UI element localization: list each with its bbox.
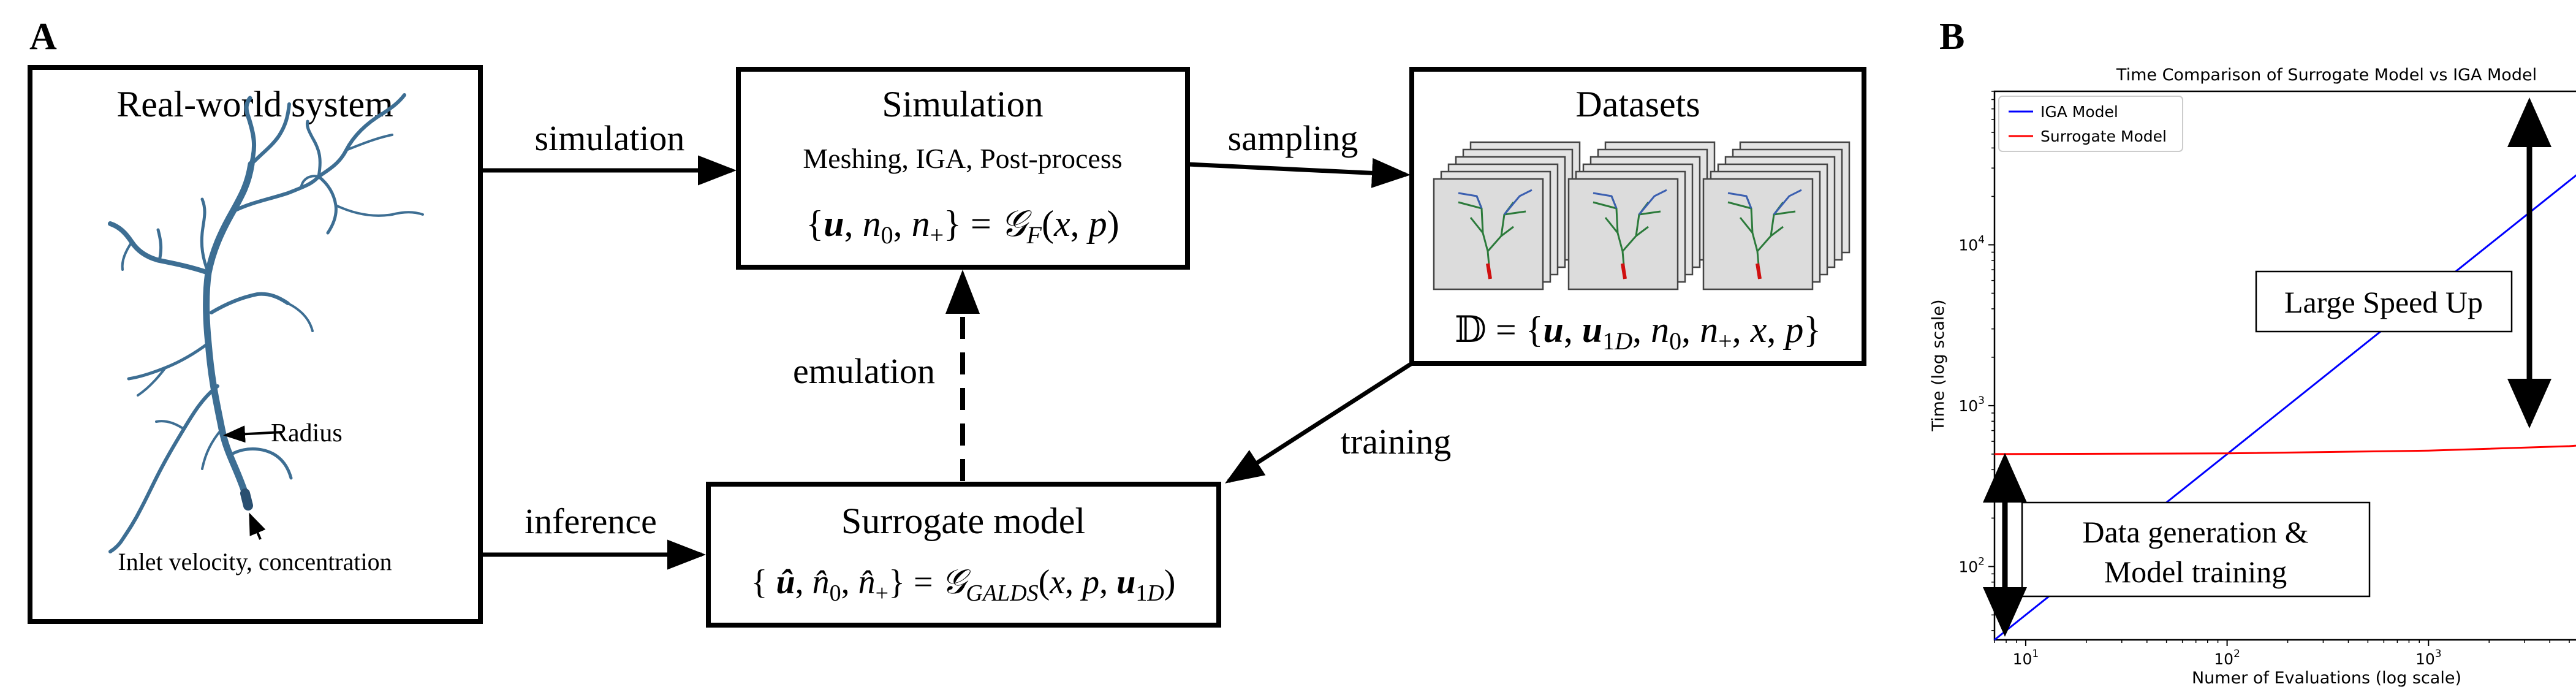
real-world-title: Real-world system (116, 84, 393, 124)
radius-arrow (223, 425, 282, 443)
surrogate-box (706, 482, 1221, 628)
dataset-stack-2 (1567, 141, 1716, 291)
sampling-arrow (1187, 158, 1411, 188)
real-world-box (28, 65, 483, 624)
panel-b-label: B (1939, 16, 1964, 58)
y-tick-label: 103 (1958, 395, 1985, 415)
simulation-subtitle: Meshing, IGA, Post-process (803, 143, 1122, 174)
inference-arrow-label: inference (525, 501, 657, 541)
simulation-box (736, 67, 1190, 270)
emulation-arrow-label: emulation (793, 351, 935, 391)
training-arrow-label: training (1341, 422, 1451, 461)
series-line-surrogate-model (1994, 444, 2576, 455)
sampling-arrow-label: sampling (1228, 118, 1358, 158)
inlet-arrow (249, 512, 266, 540)
x-tick-label: 103 (2415, 648, 2442, 668)
dataset-stack-3 (1702, 141, 1851, 291)
y-tick-label: 102 (1958, 555, 1985, 575)
x-axis-label: Numer of Evaluations (log scale) (2192, 669, 2461, 688)
simulation-arrow-label: simulation (535, 118, 685, 158)
data-generation-annotation-line2: Model training (2104, 555, 2287, 589)
datasets-box (1409, 67, 1866, 366)
legend: IGA Model Surrogate Model (1998, 96, 2183, 152)
training-arrow (1225, 362, 1413, 484)
panel-a-label: A (29, 16, 57, 58)
x-tick-label: 102 (2214, 648, 2240, 668)
speedup-annotation: Large Speed Up (2284, 285, 2483, 319)
y-tick-label: 104 (1958, 234, 1985, 254)
legend-label-surrogate: Surrogate Model (2040, 127, 2167, 145)
inlet-label: Inlet velocity, concentration (118, 548, 392, 575)
data-generation-annotation-line1: Data generation & (2082, 515, 2308, 549)
simulation-title: Simulation (882, 84, 1043, 124)
simulation-equation: {u, n0, n+} = 𝒢F(x, p) (806, 203, 1119, 249)
surrogate-equation: { û, n̂0, n̂+} = 𝒢GALDS(x, p, u1D) (751, 563, 1176, 606)
x-tick-label: 101 (2013, 648, 2039, 668)
datasets-equation: 𝔻 = {u, u1D, n0, n+, x, p} (1455, 310, 1821, 355)
vessel-tree-illustration (108, 93, 424, 553)
surrogate-title: Surrogate model (841, 501, 1085, 541)
dataset-stack-1 (1433, 141, 1581, 291)
speedup-chart: Time Comparison of Surrogate Model vs IG… (1929, 66, 2576, 688)
chart-title: Time Comparison of Surrogate Model vs IG… (2116, 66, 2537, 85)
y-axis-label: Time (log scale) (1929, 299, 1948, 431)
datasets-title: Datasets (1575, 84, 1700, 124)
plot-area (1993, 90, 2576, 641)
y-axis-ticks: 102 103 104 (1958, 91, 1995, 631)
dataset-stacks (1433, 141, 1851, 291)
legend-box (1998, 96, 2183, 152)
speedup-annotation-box (2255, 270, 2513, 333)
legend-label-iga: IGA Model (2040, 103, 2118, 121)
x-axis-ticks: 101102103104 (1994, 640, 2570, 668)
data-generation-annotation-box (2021, 501, 2371, 598)
radius-label: Radius (271, 419, 343, 447)
